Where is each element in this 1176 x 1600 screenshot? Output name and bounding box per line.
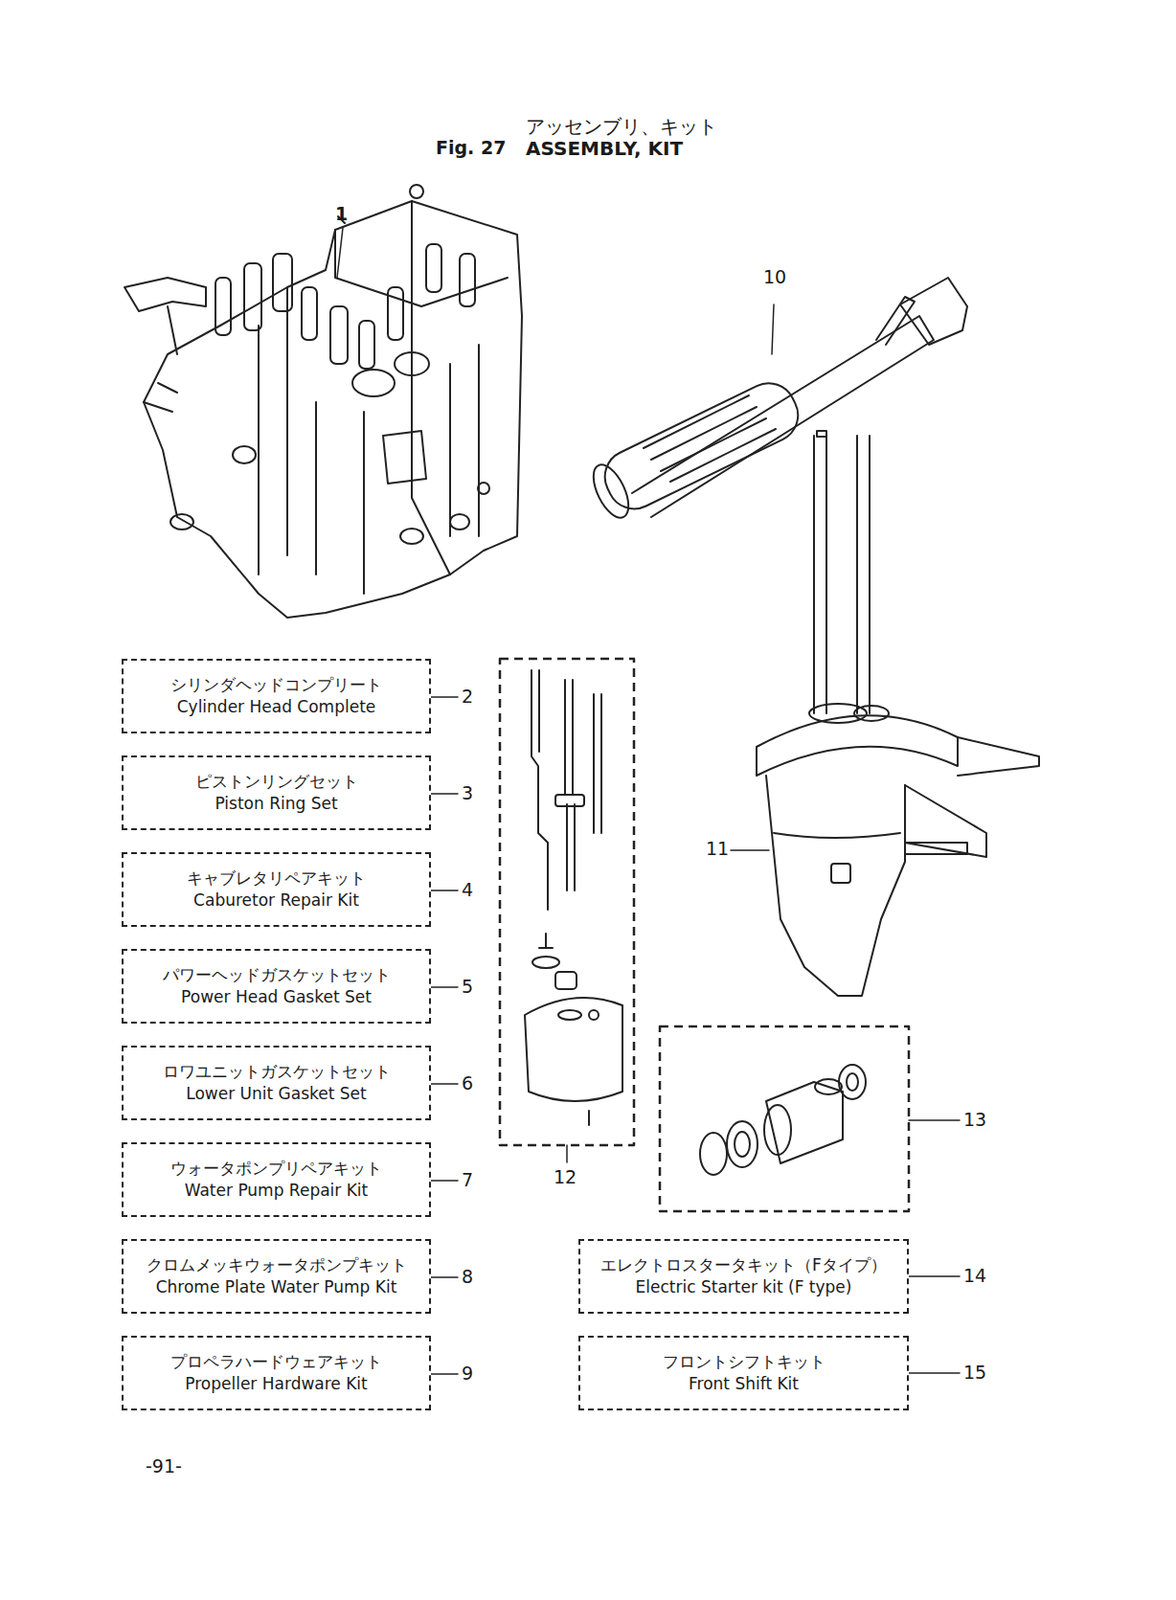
english-name: Lower Unit Gasket Set (185, 1083, 366, 1106)
english-name: Propeller Hardware Kit (184, 1373, 368, 1396)
english-name: Piston Ring Set (214, 792, 338, 815)
callout-number: 5 (461, 977, 474, 996)
callout-number: 2 (461, 687, 474, 706)
kit-box: エレクトロスタータキット（Fタイプ）Electric Starter kit (… (578, 1239, 909, 1314)
kit-box: パワーヘッドガスケットセットPower Head Gasket Set (121, 949, 431, 1024)
callout-number: 1 (335, 204, 348, 224)
english-name: Water Pump Repair Kit (184, 1179, 369, 1202)
callout-number: 10 (763, 268, 787, 287)
kit-box: ロワユニットガスケットセットLower Unit Gasket Set (121, 1045, 431, 1121)
callout-number: 7 (461, 1171, 474, 1190)
english-name: Front Shift Kit (688, 1373, 799, 1396)
kit-box: プロペラハードウェアキットPropeller Hardware Kit (121, 1335, 431, 1411)
callout-number: 9 (461, 1364, 474, 1383)
figure-number: Fig. 27 (435, 138, 506, 158)
japanese-name: フロントシフトキット (662, 1351, 826, 1374)
engine-block (124, 184, 522, 618)
japanese-name: シリンダヘッドコンプリート (170, 674, 383, 697)
japanese-name: キャブレタリペアキット (186, 867, 366, 890)
japanese-name: エレクトロスタータキット（Fタイプ） (600, 1254, 887, 1277)
callout-number: 14 (963, 1266, 987, 1286)
callout-number: 8 (461, 1267, 474, 1287)
tiller-handle (586, 277, 968, 523)
english-name: Chrome Plate Water Pump Kit (156, 1276, 398, 1299)
japanese-name: ロワユニットガスケットセット (162, 1061, 391, 1084)
kit-box: シリンダヘッドコンプリートCylinder Head Complete (121, 658, 431, 734)
callout-number: 4 (461, 881, 474, 900)
kit-box (659, 1026, 909, 1212)
kit-12-parts (524, 670, 623, 1126)
kit-box: クロムメッキウォータポンプキットChrome Plate Water Pump … (121, 1239, 431, 1314)
japanese-name: ウォータポンプリペアキット (170, 1157, 383, 1180)
figure-title: ASSEMBLY, KIT (525, 138, 683, 159)
kit-box (499, 658, 634, 1146)
callout-number: 15 (963, 1363, 987, 1382)
kit-box: ウォータポンプリペアキットWater Pump Repair Kit (121, 1142, 431, 1218)
page-number: -91- (145, 1457, 182, 1476)
english-name: Electric Starter kit (F type) (635, 1276, 853, 1299)
lower-unit (756, 430, 1040, 996)
callout-number: 11 (705, 839, 729, 859)
japanese-name: プロペラハードウェアキット (170, 1351, 383, 1374)
kit-13-parts (700, 1064, 866, 1176)
callout-number: 12 (553, 1168, 577, 1187)
english-name: Cylinder Head Complete (177, 696, 377, 719)
japanese-name: ピストンリングセット (195, 770, 359, 793)
kit-box: ピストンリングセットPiston Ring Set (121, 755, 431, 831)
kit-box: キャブレタリペアキットCaburetor Repair Kit (121, 852, 431, 928)
japanese-name: クロムメッキウォータポンプキット (146, 1254, 408, 1277)
japanese-name: パワーヘッドガスケットセット (162, 964, 391, 987)
callout-number: 13 (963, 1110, 987, 1130)
english-name: Power Head Gasket Set (180, 986, 372, 1009)
english-name: Caburetor Repair Kit (193, 889, 360, 912)
callout-number: 3 (461, 784, 474, 803)
callout-number: 6 (461, 1074, 474, 1093)
japanese-title: アッセンブリ、キット (525, 116, 718, 136)
kit-box: フロントシフトキットFront Shift Kit (578, 1335, 909, 1411)
